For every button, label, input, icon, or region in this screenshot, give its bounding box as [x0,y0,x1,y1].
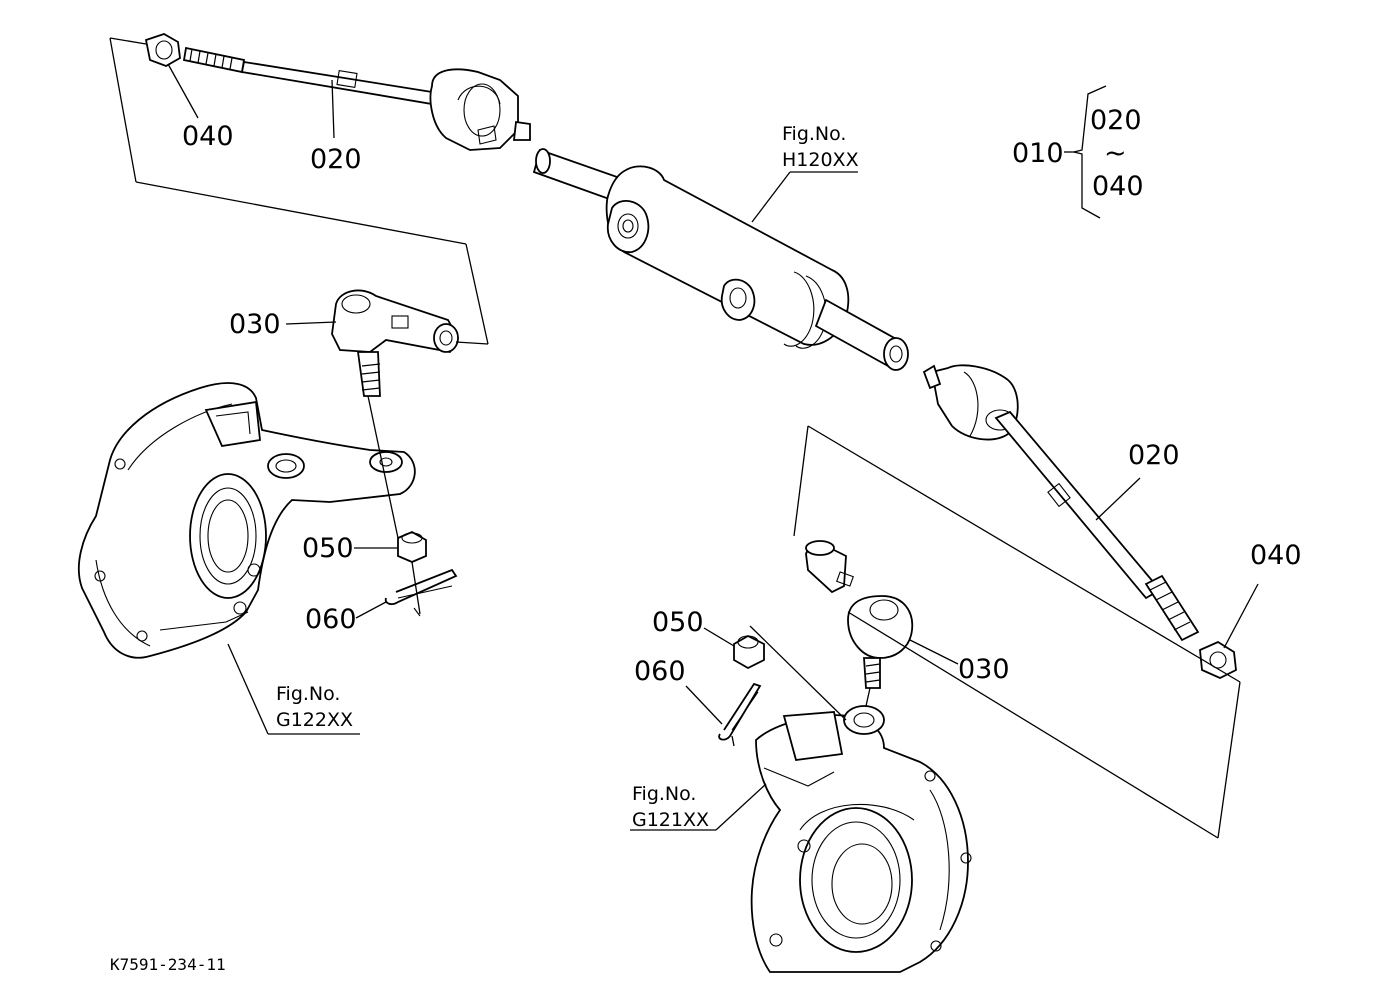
castle-nut-left [354,530,427,563]
figref-h120-line1: Fig.No. [782,123,846,145]
drawing-code: K7591-234-11 [110,955,226,974]
figref-g122-line1: Fig.No. [276,683,340,705]
tie-rod-upper-left [144,33,531,151]
knuckle-housing-left [78,382,416,735]
part-number-020-top: 020 [310,144,362,175]
cotter-pin-right [685,682,762,741]
part-number-060-right: 060 [634,656,686,687]
tie-rod-end-left [285,289,460,397]
figref-g121-line2: G121XX [632,809,709,831]
part-number-040-right: 040 [1250,540,1302,571]
figref-g121-line1: Fig.No. [632,783,696,805]
part-number-050-left: 050 [302,533,354,564]
tie-rod-lower-right [922,364,1259,679]
assembly-bracket-010 [1064,85,1107,219]
cotter-pin-left [355,568,458,619]
assembly-outline-left [109,37,489,615]
assembly-outline-right [731,425,1241,839]
part-number-030-right: 030 [958,654,1010,685]
range-tilde: ~ [1104,138,1127,169]
knuckle-housing-right [630,705,972,973]
figref-g122-line2: G122XX [276,709,353,731]
part-number-020-right: 020 [1128,440,1180,471]
part-number-060-left: 060 [305,604,357,635]
castle-nut-right [703,627,765,670]
figref-h120-line2: H120XX [782,149,859,171]
power-cylinder [532,148,909,371]
part-number-040-top: 040 [182,121,234,152]
part-number-030-left: 030 [229,309,281,340]
part-number-010: 010 [1012,138,1064,169]
part-number-040-bracket: 040 [1092,171,1144,202]
tie-rod-end-right [805,540,959,689]
part-number-050-right: 050 [652,607,704,638]
part-number-020-bracket: 020 [1090,105,1142,136]
